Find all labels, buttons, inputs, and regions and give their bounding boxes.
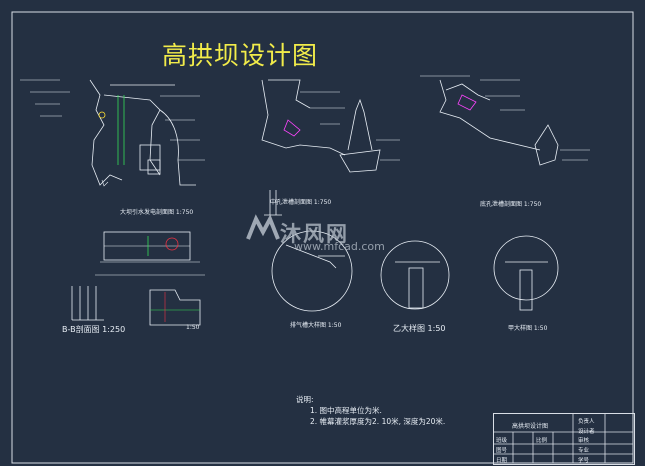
caption-yi-detail: 乙大样图 1:50 bbox=[393, 324, 446, 333]
watermark: 沐风网 www.mfcad.com bbox=[246, 214, 385, 253]
sheet-border bbox=[11, 11, 634, 464]
title-block-c3: 审核 bbox=[578, 438, 590, 444]
caption-middle-outlet: 中孔泄槽剖面图 1:750 bbox=[270, 199, 332, 206]
title-block-c2: 设计者 bbox=[578, 429, 595, 435]
note-item-1: 1. 图中高程单位为米. bbox=[310, 406, 382, 415]
detail-exhaust bbox=[271, 230, 353, 312]
detail-yi bbox=[380, 240, 450, 310]
title-block-c7: 图号 bbox=[496, 448, 508, 454]
watermark-text: 沐风网 bbox=[280, 222, 349, 246]
title-block-name: 高拱坝设计图 bbox=[512, 423, 549, 430]
caption-exhaust-detail: 排气槽大样图 1:50 bbox=[290, 322, 342, 329]
title-block: 高拱坝设计图 负责人 设计者 审核 学号 班级 比例 图号 日期 专业 bbox=[493, 413, 635, 465]
title-block-c1: 负责人 bbox=[578, 419, 595, 425]
section-marker bbox=[264, 190, 282, 216]
watermark-url: www.mfcad.com bbox=[294, 240, 385, 253]
caption-bb-section: B-B剖面图 1:250 bbox=[62, 325, 126, 334]
notes-block: 说明: 1. 图中高程单位为米. 2. 帷幕灌浆厚度为2. 10米, 深度为20… bbox=[296, 394, 445, 427]
bb-section-view bbox=[71, 231, 205, 326]
caption-jia-detail: 甲大样图 1:50 bbox=[508, 325, 548, 332]
title-block-c4: 学号 bbox=[578, 458, 590, 464]
caption-intake-section: 大坝引水发电剖面图 1:750 bbox=[120, 209, 194, 216]
title-block-c8: 日期 bbox=[496, 458, 508, 464]
title-block-grid bbox=[493, 413, 633, 463]
drawing-title: 高拱坝设计图 bbox=[162, 41, 319, 70]
title-block-c6: 比例 bbox=[536, 438, 548, 444]
note-item-2: 2. 帷幕灌浆厚度为2. 10米, 深度为20米. bbox=[310, 417, 446, 426]
intake-section-view bbox=[20, 79, 205, 187]
caption-small-detail: 1:50 bbox=[186, 324, 200, 331]
detail-jia bbox=[493, 235, 559, 311]
middle-outlet-section-view bbox=[261, 79, 400, 173]
bottom-outlet-section-view bbox=[420, 75, 590, 166]
watermark-logo-icon bbox=[246, 214, 280, 240]
title-block-c9: 专业 bbox=[578, 448, 590, 454]
title-block-c5: 班级 bbox=[496, 438, 508, 444]
notes-heading: 说明: bbox=[296, 395, 314, 404]
caption-bottom-outlet: 底孔泄槽剖面图 1:750 bbox=[480, 201, 542, 208]
